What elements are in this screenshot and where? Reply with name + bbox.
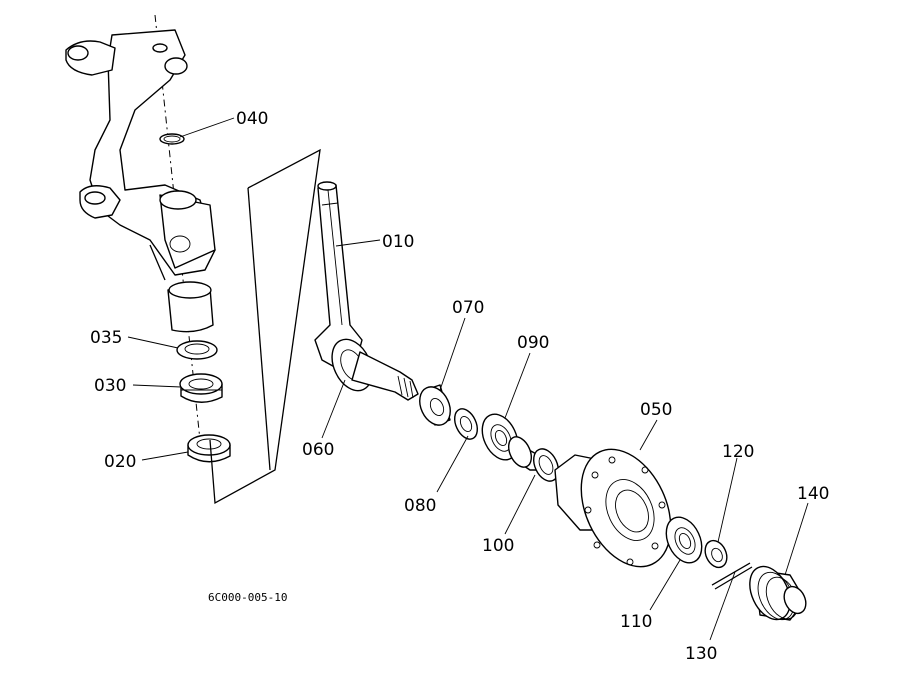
label-030: 030	[94, 376, 126, 396]
label-035: 035	[90, 328, 122, 348]
label-120: 120	[722, 442, 754, 462]
collar-070	[419, 384, 451, 426]
axle-bracket	[65, 29, 216, 333]
spacer-100	[507, 436, 559, 482]
label-110: 110	[620, 612, 652, 632]
washer-080	[453, 408, 479, 440]
leader-lines	[127, 117, 809, 641]
label-130: 130	[685, 644, 717, 664]
label-050: 050	[640, 400, 672, 420]
group-bracket-line	[209, 148, 321, 505]
collar-035	[176, 340, 218, 360]
label-100: 100	[482, 536, 514, 556]
group-bracket-left	[247, 187, 271, 471]
label-070: 070	[452, 298, 484, 318]
seal-020	[187, 434, 231, 463]
label-090: 090	[517, 333, 549, 353]
cotter-pin-130	[711, 562, 753, 590]
label-140: 140	[797, 484, 829, 504]
hub-cap-140	[749, 565, 807, 621]
label-060: 060	[302, 440, 334, 460]
bearing-110	[665, 516, 703, 564]
label-080: 080	[404, 496, 436, 516]
wheel-hub-050	[554, 448, 672, 568]
stub-axle-060	[331, 338, 419, 401]
castle-nut-120	[704, 539, 728, 569]
label-010: 010	[382, 232, 414, 252]
drawing-code: 6C000-005-10	[208, 591, 287, 604]
label-040: 040	[236, 109, 268, 129]
label-020: 020	[104, 452, 136, 472]
thrust-bearing-030	[179, 373, 223, 403]
